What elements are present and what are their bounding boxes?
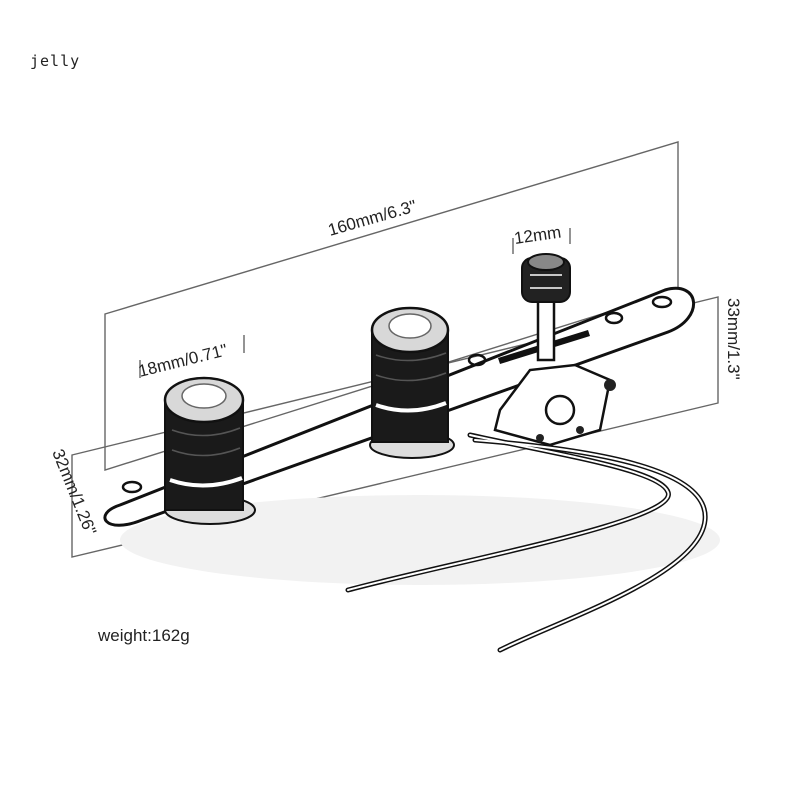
weight-label: weight:162g: [98, 626, 190, 645]
plate-shadow: [120, 495, 720, 585]
selector-switch: [493, 253, 616, 447]
switch-tip-dimension-label: 12mm: [513, 223, 562, 248]
plate-height-dimension-label: 33mm/1.3": [724, 298, 743, 380]
volume-knob-left: [163, 376, 256, 525]
brand-logo: jelly: [30, 52, 81, 70]
mounting-screw-left-icon: [121, 480, 143, 494]
plate-width-dimension-label: 32mm/1.26": [48, 446, 100, 538]
tone-knob-middle: [369, 306, 455, 459]
mounting-screw-right-icon: [651, 295, 673, 309]
knob-diameter-dimension-label: 18mm/0.71": [136, 340, 229, 380]
